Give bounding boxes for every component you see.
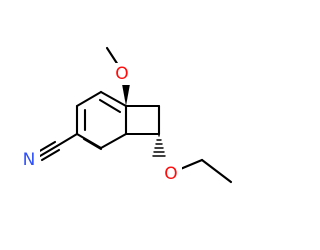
ring-bond-c1-c2 (99, 90, 128, 108)
nitrile-triple-bond-3 (40, 148, 61, 162)
nitrile-triple-bond-1 (38, 144, 59, 158)
nitrogen-atom-label: N (23, 150, 36, 170)
ethoxy-hashed-bond (152, 133, 166, 157)
methoxy-wedge-bond (122, 84, 130, 106)
ethoxy-oxygen-label: O (164, 164, 177, 184)
ring-bond-c2-c3 (75, 90, 103, 108)
methoxy-oxygen-label: O (115, 64, 128, 84)
nitrile-triple-bond-2 (36, 140, 57, 154)
chemical-structure-diagram: N O O (20, 46, 233, 185)
ethoxy-oxygen-mask (160, 163, 182, 185)
methoxy-oxygen-mask (111, 63, 133, 85)
ring-bond-c5-c6 (99, 132, 128, 150)
ring-double-bond-c1-c2-inner (98, 98, 122, 114)
nitrile-single-bond (55, 132, 79, 148)
nitrogen-label-mask (20, 149, 40, 171)
ring-double-bond-c4-c5-inner (82, 137, 103, 151)
ethoxy-ch2-ch3-bond (200, 158, 233, 184)
